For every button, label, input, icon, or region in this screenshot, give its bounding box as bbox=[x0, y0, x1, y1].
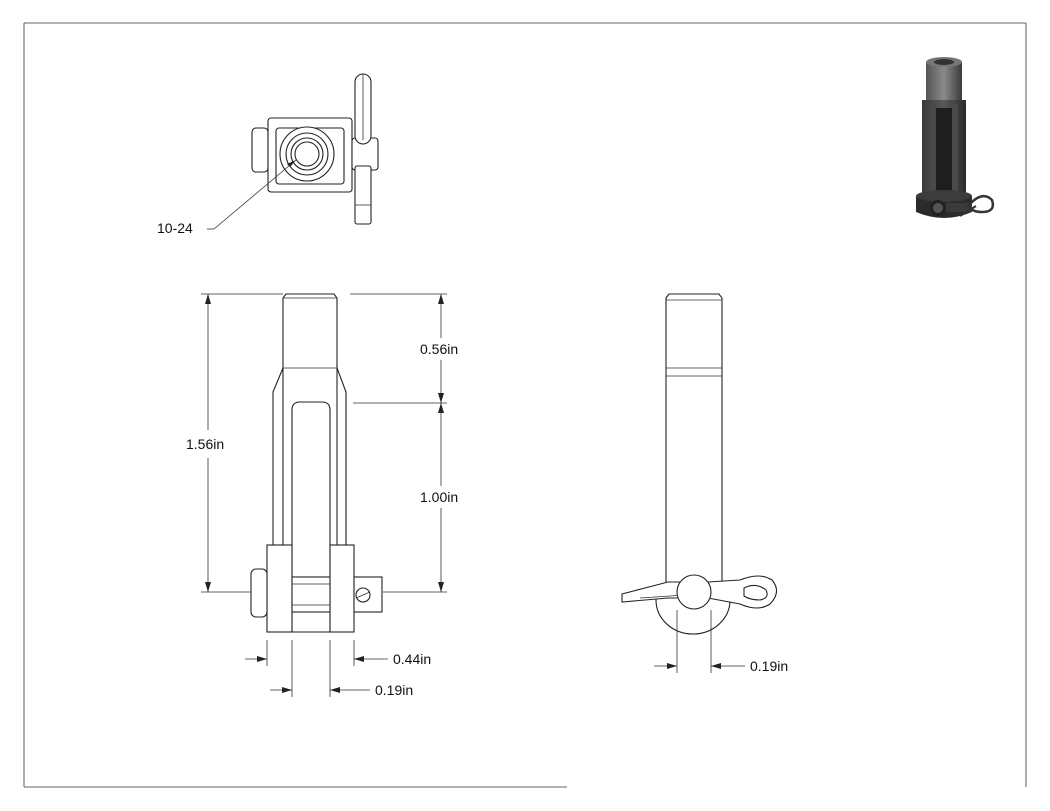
dim-outer-width-label: 0.44in bbox=[393, 651, 431, 667]
dim-pin-diameter-label: 0.19in bbox=[750, 658, 788, 674]
top-view bbox=[251, 73, 379, 225]
dim-overall-length: 1.56in bbox=[186, 293, 283, 593]
dim-shank-length-label: 0.56in bbox=[420, 341, 458, 357]
sheet-border bbox=[23, 22, 1027, 788]
dim-right-stack: 0.56in 1.00in bbox=[350, 293, 458, 593]
dim-slot-width: 0.19in bbox=[270, 640, 413, 698]
thread-callout: 10-24 bbox=[157, 159, 297, 236]
side-view bbox=[621, 293, 778, 635]
dim-slot-depth-label: 1.00in bbox=[420, 489, 458, 505]
isometric-view bbox=[916, 57, 995, 218]
front-view bbox=[250, 293, 383, 633]
dim-slot-width-label: 0.19in bbox=[375, 682, 413, 698]
dim-outer-width: 0.44in bbox=[245, 640, 431, 667]
dim-overall-length-label: 1.56in bbox=[186, 436, 224, 452]
dim-pin-diameter: 0.19in bbox=[654, 610, 788, 674]
thread-callout-label: 10-24 bbox=[157, 220, 193, 236]
